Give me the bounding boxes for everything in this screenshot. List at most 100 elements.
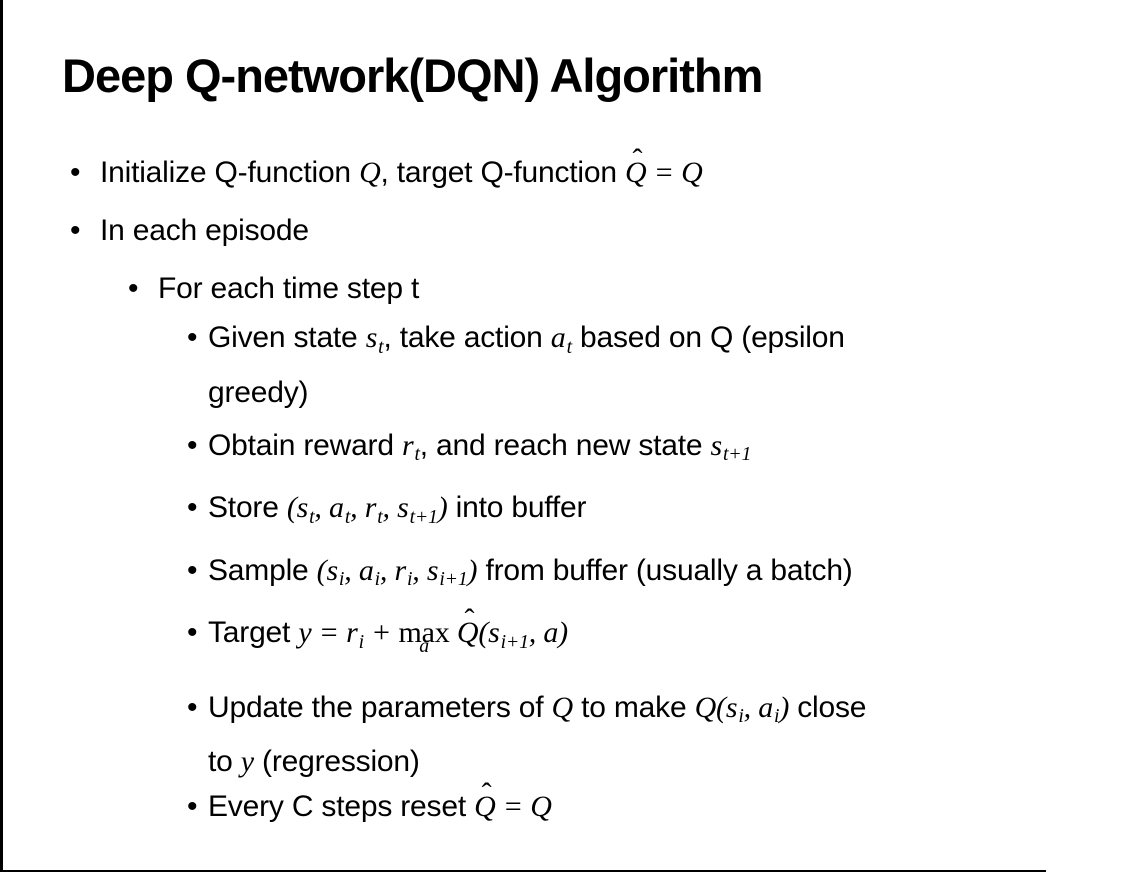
text-run: , a (743, 690, 774, 724)
text-run: i (358, 630, 365, 653)
text-run: Q(s (694, 690, 738, 724)
bullet-item: • In each episode (70, 208, 1104, 253)
text-run: t (377, 505, 383, 528)
text-run: , s (412, 553, 439, 587)
text-run: i (374, 568, 381, 591)
bullet-text: Update the parameters of Q to make Q(s i,… (208, 685, 866, 785)
text-run: t (378, 335, 384, 358)
bullet-icon: • (70, 156, 81, 189)
bullet-text: Initialize Q-function Q, target Q-functi… (100, 142, 703, 195)
bullet-text: For each time step t (158, 266, 419, 311)
text-run: = (646, 156, 682, 189)
text-run: t (309, 505, 315, 528)
underscript-text: a (419, 634, 429, 657)
bullet-icon: • (187, 491, 198, 525)
text-run (450, 616, 457, 649)
text-run: i (338, 568, 345, 591)
text-run: t (566, 335, 573, 358)
text-run: Q (681, 156, 703, 189)
bullet-item: • Update the parameters of Q to make Q(s i… (187, 685, 1104, 785)
text-run: , a (314, 491, 344, 525)
text-run: ) (437, 491, 448, 525)
bullet-icon: • (187, 553, 198, 587)
text-run: For each time step t (158, 272, 420, 305)
bullet-item: •Initialize Q-function Q, target Q-funct… (70, 142, 1104, 195)
bullet-item: •Sample (si, ai, ri, si+1) from buffer (… (187, 548, 1104, 603)
bullet-icon: • (187, 616, 198, 650)
bullet-item: •Given state st, take action at based on… (187, 315, 1104, 415)
text-run: Every C steps reset (208, 790, 475, 824)
text-run: , a) (528, 616, 568, 650)
bullet-item: • Store (st, at, rt, st+1) into buffer (187, 485, 1104, 540)
operator-text: max (398, 616, 450, 650)
slide-title: Deep Q-network(DQN) Algorithm (62, 49, 763, 102)
text-run: from buffer (usually a batch) (477, 553, 853, 587)
text-run: Sample (208, 553, 317, 587)
bullet-list: •Initialize Q-function Q, target Q-funct… (0, 142, 1104, 829)
text-run: greedy) (208, 375, 309, 409)
bullet-icon: • (187, 321, 198, 354)
text-run: , r (379, 553, 406, 587)
text-run: Q (530, 790, 552, 824)
bullet-text: Given state st, take action at based on … (208, 315, 845, 415)
text-run: a (550, 321, 566, 354)
text-run: y (240, 745, 254, 779)
text-run: , and reach new state (419, 428, 711, 462)
text-run: = (495, 790, 531, 824)
text-run: (regression) (253, 745, 420, 779)
text-run: i (774, 705, 780, 728)
text-run: , take action (383, 321, 551, 354)
hat-accent: ˆ (632, 142, 643, 176)
text-run: Q (551, 690, 574, 724)
text-run: ) (467, 553, 478, 587)
bullet-icon: • (187, 428, 198, 462)
text-run: to make (573, 690, 695, 724)
text-run: t+1 (409, 505, 438, 528)
hat-accent: ˆ (481, 777, 492, 810)
text-run: into buffer (447, 491, 587, 525)
slide-border-bottom (0, 870, 1046, 872)
text-run: (s (286, 491, 309, 525)
text-run: based on Q (epsilon (571, 321, 845, 354)
text-run: (s (316, 553, 338, 587)
bullet-icon: • (187, 690, 198, 724)
text-run: , r (350, 491, 377, 525)
text-run: , s (382, 491, 409, 525)
text-run: Obtain reward (208, 428, 402, 462)
text-run: (s (478, 616, 500, 650)
slide-border-left (0, 0, 3, 872)
text-run: i+1 (500, 630, 529, 653)
text-run: ) (779, 690, 790, 724)
text-run: Update the parameters of (208, 690, 552, 724)
bullet-icon: • (187, 790, 198, 824)
text-run: r (401, 428, 414, 462)
text-run: t (344, 505, 351, 528)
text-run: i+1 (439, 568, 468, 591)
bullet-text: Obtain reward rt, and reach new state st… (208, 423, 751, 478)
text-run: to (208, 745, 241, 779)
text-run: , a (344, 553, 374, 587)
bullet-text: Sample (si, ai, ri, si+1) from buffer (u… (208, 548, 853, 603)
bullet-icon: • (70, 214, 81, 247)
text-run: , target Q-function (380, 156, 625, 189)
text-run: t (414, 443, 420, 466)
bullet-item: • For each time step t (128, 266, 1104, 311)
bullet-icon: • (128, 272, 139, 305)
text-run: Initialize Q-function (100, 156, 360, 189)
bullet-text: Store (st, at, rt, st+1) into buffer (208, 485, 587, 540)
bullet-item: • Obtain reward rt, and reach new state s… (187, 423, 1104, 478)
text-run: Q (359, 156, 381, 189)
text-run: s (710, 428, 723, 462)
text-run: Given state (208, 321, 366, 354)
text-run: i (407, 568, 413, 591)
text-run: s (365, 321, 378, 354)
text-run: In each episode (100, 214, 309, 247)
text-run: close (789, 690, 867, 724)
text-run: + (363, 616, 399, 650)
